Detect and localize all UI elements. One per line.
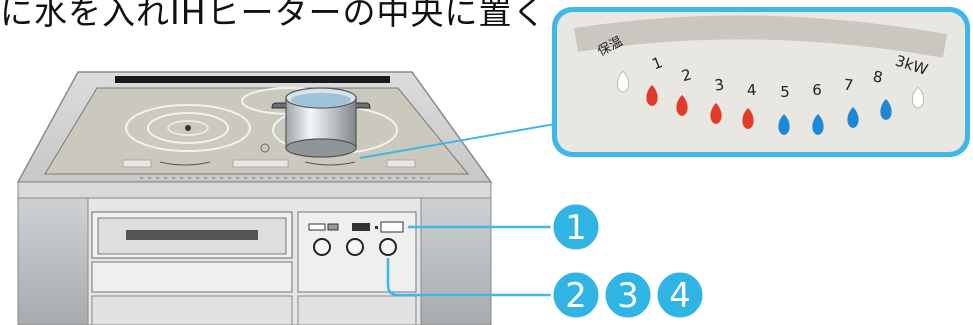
callout-number-1: 1 bbox=[565, 208, 587, 248]
cabinet-right bbox=[421, 198, 491, 325]
cooktop-front-strip bbox=[18, 182, 491, 198]
scale-label-6: 6 bbox=[812, 81, 822, 99]
scale-label-7: 7 bbox=[843, 76, 854, 95]
scale-label-4: 4 bbox=[746, 81, 757, 100]
callout-number-3: 3 bbox=[617, 276, 639, 316]
drawer-lower bbox=[92, 262, 292, 292]
pot bbox=[272, 88, 370, 157]
knob-right bbox=[380, 239, 396, 255]
knob-middle bbox=[347, 239, 363, 255]
vent-bar bbox=[115, 76, 390, 83]
knob-left bbox=[314, 239, 330, 255]
callout-number-4: 4 bbox=[669, 276, 691, 316]
cabinet-left bbox=[18, 198, 88, 325]
scale-label-5: 5 bbox=[780, 83, 790, 101]
callout-number-2: 2 bbox=[565, 276, 587, 316]
